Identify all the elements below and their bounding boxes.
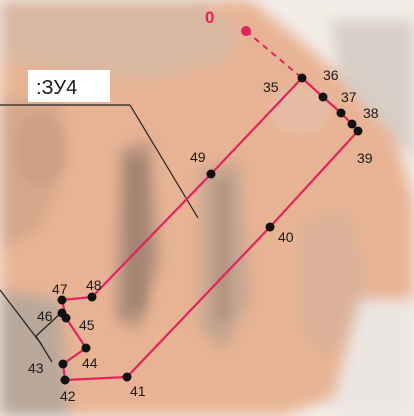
vertex-38 (347, 119, 357, 129)
label-38: 38 (363, 105, 379, 121)
origin-label: 0 (205, 8, 214, 27)
label-48: 48 (86, 277, 102, 293)
vertex-35 (297, 73, 307, 83)
vertex-43 (58, 359, 68, 369)
vertex-36 (318, 92, 328, 102)
label-35: 35 (263, 79, 279, 95)
label-46: 46 (37, 308, 53, 324)
label-40: 40 (278, 229, 294, 245)
vertex-46 (57, 308, 67, 318)
label-45: 45 (79, 317, 95, 333)
vertex-40 (265, 222, 275, 232)
label-39: 39 (357, 150, 373, 166)
vertex-49 (206, 169, 216, 179)
label-42: 42 (60, 388, 76, 404)
vertex-47 (57, 295, 67, 305)
vertex-labels: 35 36 37 38 39 40 41 42 43 44 45 46 47 4… (28, 67, 379, 404)
vertex-48 (87, 292, 97, 302)
vertex-41 (122, 372, 132, 382)
label-36: 36 (323, 67, 339, 83)
vertex-42 (60, 375, 70, 385)
label-43: 43 (28, 360, 44, 376)
vertex-37 (336, 108, 346, 118)
vertex-44 (81, 343, 91, 353)
label-47: 47 (52, 281, 68, 297)
origin-marker: 0 (205, 8, 303, 79)
label-37: 37 (341, 89, 357, 105)
label-44: 44 (82, 355, 98, 371)
label-49: 49 (190, 149, 206, 165)
parcel-label-box: :ЗУ4 (28, 70, 110, 102)
parcel-label: :ЗУ4 (36, 77, 77, 99)
label-41: 41 (130, 383, 146, 399)
boundary-vertices (57, 73, 363, 385)
vertex-39 (353, 126, 363, 136)
